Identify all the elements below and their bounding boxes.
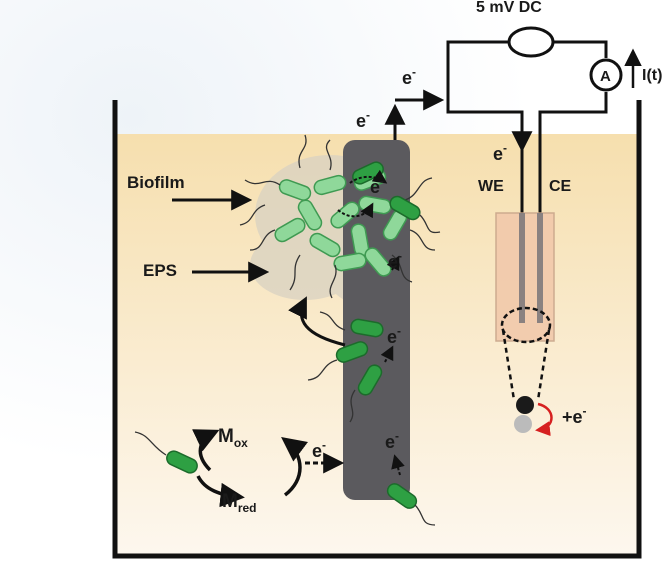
electron-label: e: [356, 111, 366, 131]
electron-transfer-arrows: [337, 169, 405, 476]
reduced-molecule: [516, 396, 534, 414]
mediator-arrow-bottom: [196, 475, 245, 508]
electron-label: e: [385, 432, 395, 452]
biofilm-label: Biofilm: [127, 173, 185, 192]
electron-label: e: [388, 252, 398, 272]
plus-electron-label: +e-: [562, 404, 587, 427]
electron-label: e: [493, 144, 503, 164]
current-label: I(t): [642, 67, 662, 84]
zoom-line-right: [536, 329, 551, 401]
svg-text:e-: e-: [312, 438, 326, 461]
svg-text:e-: e-: [493, 141, 507, 164]
m-ox-label: Mox: [218, 426, 248, 450]
svg-text:e-: e-: [388, 249, 402, 272]
oxidized-molecule: [514, 415, 532, 433]
circuit-wires: [384, 40, 608, 213]
supply-label: 5 mV DC: [476, 0, 542, 16]
zoom-line-left: [501, 329, 516, 401]
ce-label: CE: [549, 178, 572, 195]
electron-label: e: [387, 327, 397, 347]
svg-text:e-: e-: [370, 174, 384, 197]
svg-text:e-: e-: [387, 324, 401, 347]
zoom-circle: [500, 306, 552, 344]
svg-text:e-: e-: [385, 429, 399, 452]
electron-label: e: [370, 177, 380, 197]
m-red-label: Mred: [222, 491, 257, 515]
attachment-arrow: [288, 296, 346, 347]
electron-label: e: [312, 441, 322, 461]
ammeter-label: A: [600, 68, 611, 85]
reduction-arrow: [535, 402, 553, 437]
electron-labels: e- e- e- e- e- e- e- e-: [312, 65, 507, 461]
electrode-probe: [495, 212, 555, 342]
mediator-reduction-arrow: [281, 437, 309, 497]
mediator-oxidation-arrow: [192, 429, 220, 472]
we-label: WE: [478, 178, 504, 195]
flagella-lower: [134, 214, 441, 526]
dc-source: [507, 26, 555, 58]
svg-text:e-: e-: [356, 108, 370, 131]
electron-label: e: [402, 68, 412, 88]
ammeter: [589, 58, 623, 92]
eps-label: EPS: [143, 261, 177, 280]
reactor-vessel: [112, 100, 642, 559]
svg-text:e-: e-: [402, 65, 416, 88]
